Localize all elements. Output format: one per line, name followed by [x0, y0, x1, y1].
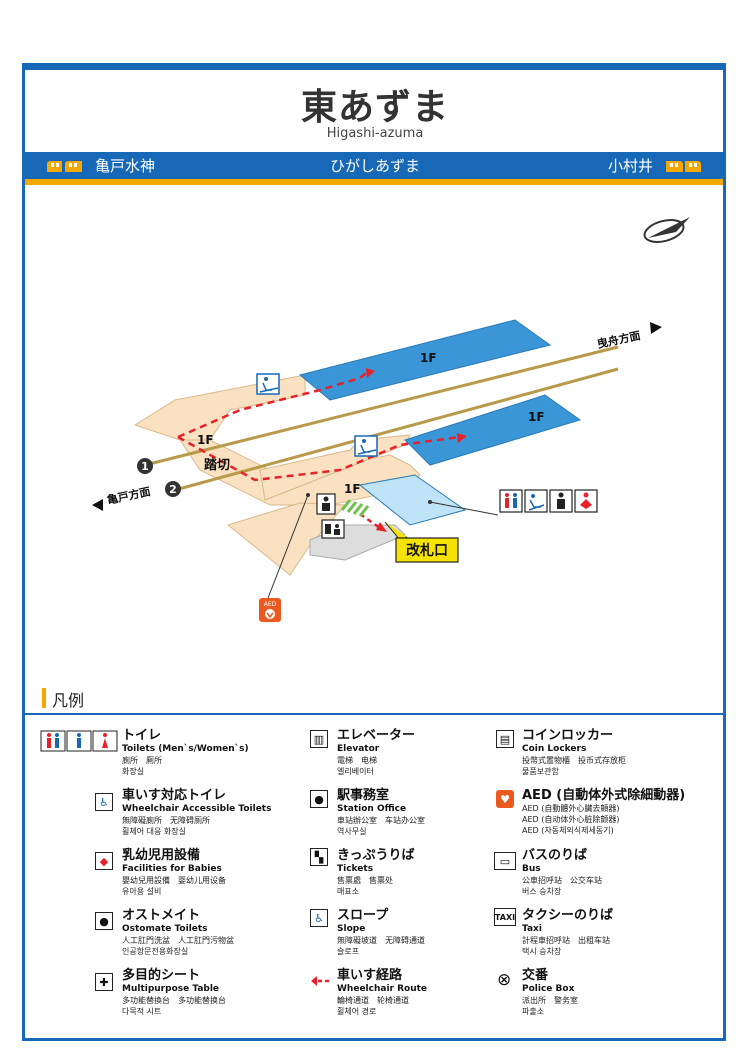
legend-heading: 凡例: [52, 691, 85, 710]
compass-icon: [643, 217, 690, 243]
platform-lower: [404, 394, 582, 466]
legend-accent: [42, 688, 46, 708]
arrow-right-icon: [650, 322, 662, 334]
bus-icon: ▭: [494, 852, 516, 870]
crossing-label: 踏切: [204, 457, 230, 473]
track-2: [174, 367, 619, 492]
multipurpose-table-icon: ✚: [95, 973, 113, 991]
ticket-gate-marker: [340, 499, 370, 517]
floor-label-4: 1F: [344, 482, 361, 496]
wheelchair-route-icon: [311, 976, 331, 986]
ticket-gate-box: [395, 537, 459, 563]
elevator-icon: ▥: [310, 730, 328, 748]
toilet-icon: [40, 730, 118, 752]
taxi-icon: TAXI: [494, 908, 516, 926]
next-station: 小村井: [608, 157, 654, 175]
tickets-icon-legend: ▚: [310, 848, 328, 866]
aed-map-label: AED: [264, 601, 277, 608]
train-left-icon: [47, 161, 82, 172]
arrow-left-icon: [92, 499, 103, 511]
ticket-gate-label: 改札口: [406, 542, 448, 559]
tickets-icon: [321, 519, 345, 539]
coin-locker-icon: ▤: [496, 730, 514, 748]
station-office-icon-legend: ●: [310, 790, 328, 808]
aed-icon: [259, 598, 281, 622]
direction-right: 曳舟方面: [596, 328, 642, 351]
wheelchair-icon: ♿: [95, 793, 113, 811]
line-band-stripe: [25, 179, 723, 185]
station-romaji: Higashi-azuma: [326, 126, 424, 141]
direction-left: 亀戸方面: [106, 484, 152, 507]
station-office-icon: [316, 493, 336, 515]
toilet-group-icon: [499, 489, 598, 513]
legend-separator: [25, 713, 723, 715]
floor-label-1: 1F: [420, 351, 437, 365]
prev-station: 亀戸水神: [95, 157, 156, 175]
police-box-icon: ⊗: [497, 970, 512, 990]
ostomate-icon: ●: [95, 912, 113, 930]
track-number-1: 1: [141, 460, 149, 473]
wheelchair-route-lower: [177, 435, 461, 482]
station-kana: ひがしあずま: [329, 157, 420, 175]
line-band: [25, 152, 723, 179]
floor-label-3: 1F: [197, 433, 214, 447]
train-right-icon: [666, 161, 701, 172]
station-map: 1F 1F 1F 1F 踏切 1 2 亀戸方面 曳舟方面: [92, 217, 690, 622]
platform-upper: [298, 319, 552, 401]
floor-label-2: 1F: [528, 410, 545, 424]
map-frame: [22, 63, 726, 1041]
platform-gate-area: [358, 474, 467, 526]
wheelchair-route: [177, 369, 371, 439]
track-1: [144, 345, 619, 467]
track-number-2: 2: [169, 483, 177, 496]
baby-icon: ◆: [95, 852, 113, 870]
legend-item-aed: AED (自動体外式除細動器)AED (自動體外心臟去顫器) AED (自动体外…: [522, 788, 686, 835]
slope-icon-2: [354, 435, 378, 457]
aed-icon-legend: ♥: [496, 790, 514, 808]
station-name: 東あずま: [300, 87, 449, 128]
slope-icon-legend: ♿: [310, 909, 328, 927]
slope-icon: [256, 373, 280, 395]
